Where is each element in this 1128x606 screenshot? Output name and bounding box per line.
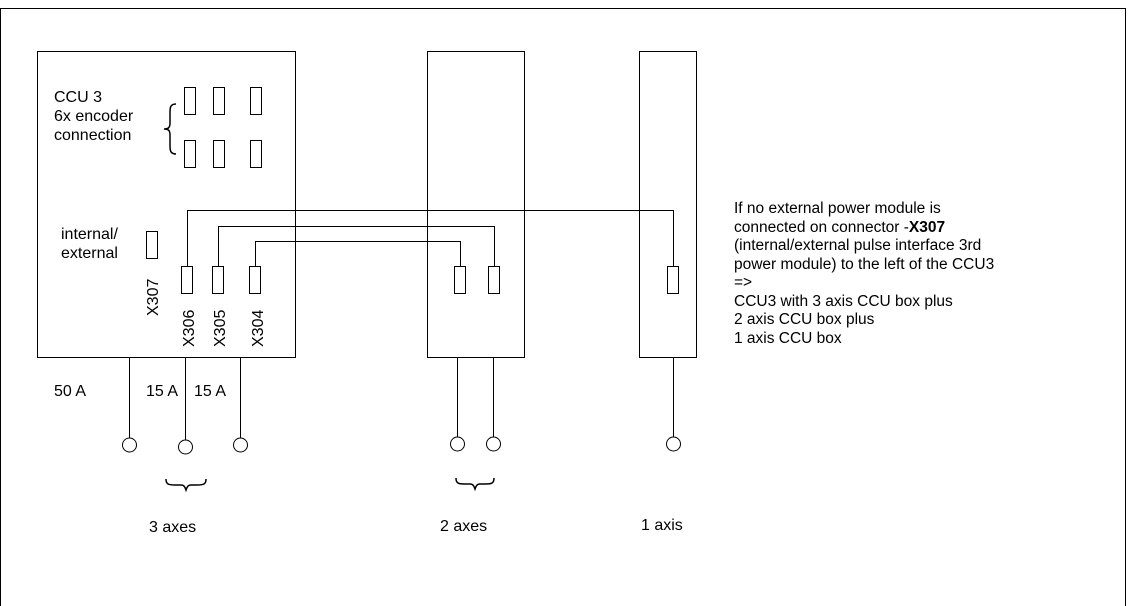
x306-label: X306 [181,310,198,347]
ccu3-box [37,51,296,358]
one-axis-box [639,51,697,358]
current-label: 50 A [54,383,86,400]
encoder-connector [213,140,225,168]
signal-cables [187,210,674,266]
cable-x304 [255,241,461,266]
encoder-connectors [184,87,262,168]
encoder-connector [213,87,225,115]
motor-circles [122,436,681,455]
x304-label: X304 [250,310,267,347]
two-axes-brace [455,477,495,492]
internal-label-line2: external [61,245,118,262]
note-line: power module) to the left of the CCU3 [734,255,995,273]
internal-label-line1: internal/ [61,226,118,243]
cable-x305 [218,226,495,266]
cable-x306 [187,210,674,266]
note-line: connected on connector -X307 [734,219,1114,238]
x306-connector [181,266,193,294]
motor-icon [450,436,465,452]
two-axis-connector-1 [454,266,466,294]
current-label: 15 A [146,383,178,400]
x305-label: X305 [212,310,229,347]
group-label-1-axis: 1 axis [641,517,683,534]
note-line: 2 axis CCU box plus [734,311,875,328]
motor-icon [178,439,193,455]
power-lines [129,357,674,440]
note-line: CCU3 with 3 axis CCU box plus [734,292,953,310]
encoder-connector [250,140,262,168]
group-label-3-axes: 3 axes [149,519,196,536]
x305-connector [212,266,224,294]
encoder-connector [184,140,196,168]
motor-icon [122,437,137,453]
current-label: 15 A [194,383,226,400]
note-line: (internal/external pulse interface 3rd [734,237,982,254]
encoder-label-line2: connection [54,127,131,144]
note-connector-name: X307 [908,218,946,236]
x307-connector [146,231,158,259]
motor-icon [486,436,501,452]
note-line: If no external power module is [734,200,941,217]
two-axis-box [427,51,525,358]
encoder-label-line1: 6x encoder [54,108,134,125]
encoder-connector [184,87,196,115]
encoder-brace [163,103,177,155]
two-axis-connector-2 [488,266,500,294]
explanation-note: If no external power module is connected… [734,200,1114,348]
encoder-connector [250,87,262,115]
one-axis-connector [667,266,679,294]
motor-icon [233,437,248,453]
x307-label: X307 [145,279,162,316]
group-label-2-axes: 2 axes [440,518,487,535]
note-line: => [734,274,753,291]
three-axes-brace [165,478,207,493]
motor-icon [666,436,681,452]
note-line: 1 axis CCU box [734,329,842,347]
ccu3-title: CCU 3 [54,89,102,106]
note-line-text: connected on connector - [734,218,909,236]
x304-connector [249,266,261,294]
